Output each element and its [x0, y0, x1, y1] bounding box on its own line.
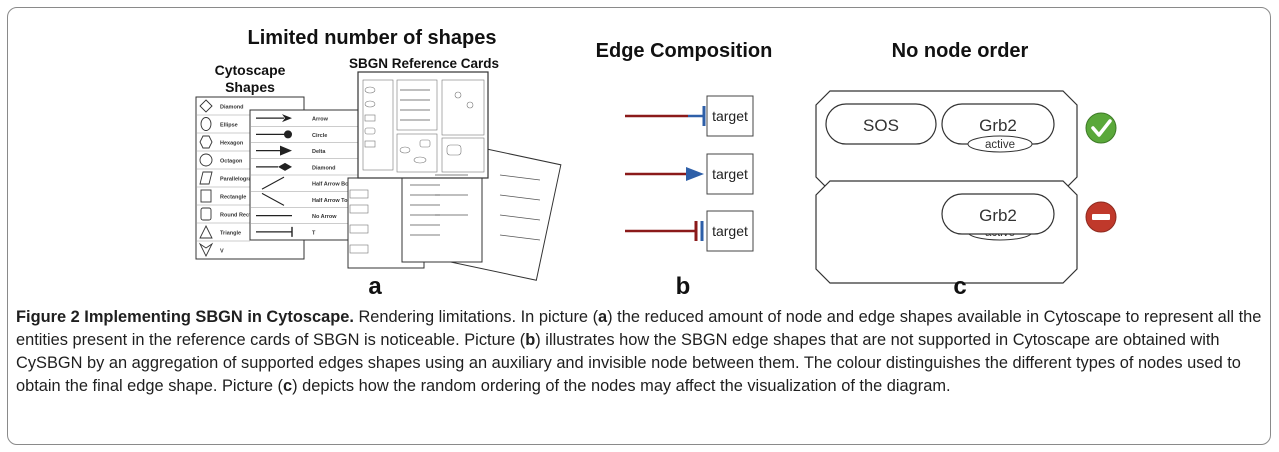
node-shape-glyph	[200, 117, 212, 131]
arrow-shape-row: Half Arrow Bottom	[250, 174, 360, 190]
node-shape-glyph	[199, 99, 213, 113]
node-shape-label: Hexagon	[220, 141, 244, 147]
figure-frame	[7, 7, 1271, 445]
node-shape-row: Rectangle	[196, 186, 250, 203]
target-node-3	[706, 210, 754, 252]
caption-ref-b: b	[525, 331, 536, 349]
arrow-shape-glyph	[256, 130, 292, 139]
node-shape-row: Hexagon	[196, 132, 250, 149]
node-shape-glyph	[199, 153, 213, 167]
caption-text-2: ) the reduced amount of node and edge sh…	[16, 308, 1262, 349]
check-icon	[1085, 112, 1117, 144]
arrow-shape-label: Diamond	[312, 165, 336, 171]
target-label-1: target	[712, 108, 748, 124]
caption-ref-c: c	[282, 377, 293, 395]
state-variable-label: active	[985, 139, 1015, 151]
caption-text-1: Rendering limitations. In picture (	[353, 308, 599, 326]
arrow-shape-label: Half Arrow Bottom	[312, 182, 360, 188]
node-shape-row: Parallelogram	[196, 168, 256, 185]
node-shape-label: Diamond	[220, 105, 244, 111]
panel-b: Edge Composition target target target b	[596, 40, 773, 300]
panel-a-letter: a	[368, 273, 382, 300]
node-sos	[825, 103, 937, 145]
panel-a-title: Limited number of shapes	[248, 27, 497, 49]
complex-ordered: SOS Grb2 active	[815, 90, 1078, 192]
node-shape-glyph	[199, 135, 213, 149]
sbgn-cards-label: SBGN Reference Cards	[349, 56, 499, 71]
node-shape-row: V	[196, 240, 250, 258]
arrow-shape-glyph	[256, 145, 292, 156]
node-shape-label: Octagon	[220, 159, 243, 165]
node-sos-label: SOS	[863, 116, 899, 135]
node-shape-row: Triangle	[196, 222, 250, 239]
complex-unordered: active Grb2	[815, 180, 1078, 284]
node-shape-label: Parallelogram	[220, 177, 256, 183]
edge-necessary-stimulation: target	[625, 210, 754, 252]
arrow-shape-row: T	[250, 223, 360, 237]
arrow-shape-label: Arrow	[312, 117, 329, 123]
stop-icon	[1085, 201, 1117, 233]
cytoscape-label-2: Shapes	[225, 79, 275, 95]
arrow-shape-label: No Arrow	[312, 214, 337, 220]
panel-c: No node order SOS Grb2 active active Grb…	[815, 40, 1117, 300]
node-grb2-overlap	[941, 193, 1055, 235]
figure-panels: Limited number of shapes Cytoscape Shape…	[195, 27, 1117, 300]
arrow-shape-row: Diamond	[250, 158, 360, 171]
sbgn-reference-cards	[347, 71, 562, 281]
node-shape-row: Octagon	[196, 150, 250, 167]
arrow-shape-label: Circle	[312, 133, 327, 139]
node-shape-label: Rectangle	[220, 195, 246, 201]
target-label-2: target	[712, 166, 748, 182]
caption-text-3: ) illustrates how the SBGN edge shapes t…	[16, 331, 1241, 395]
node-shape-glyph	[198, 242, 214, 258]
cytoscape-label-1: Cytoscape	[215, 62, 286, 78]
caption-text-4: ) depicts how the random ordering of the…	[292, 377, 951, 395]
panel-b-letter: b	[676, 273, 691, 300]
panel-c-letter: c	[953, 273, 966, 300]
node-shape-label: V	[220, 249, 224, 255]
state-variable-active	[967, 135, 1033, 153]
node-grb2-overlap-label: Grb2	[979, 206, 1017, 225]
node-shape-label: Ellipse	[220, 123, 238, 129]
arrow-shape-row: Arrow	[256, 114, 329, 123]
figure-caption: Figure 2 Implementing SBGN in Cytoscape.…	[16, 306, 1264, 398]
node-shape-glyph	[199, 224, 213, 239]
arrow-shape-label: Half Arrow Top	[312, 198, 351, 204]
caption-ref-a: a	[598, 308, 608, 326]
edge-stimulation: target	[625, 153, 754, 195]
arrow-shape-glyph	[256, 114, 292, 123]
arrow-shape-row: Half Arrow Top	[250, 190, 360, 206]
arrow-shape-row: Delta	[250, 142, 360, 156]
caption-lead: Figure 2 Implementing SBGN in Cytoscape.	[16, 308, 354, 326]
arrow-shape-glyph	[261, 192, 285, 206]
node-grb2-label: Grb2	[979, 116, 1017, 135]
node-shape-glyph	[199, 171, 213, 185]
node-shape-glyph	[200, 207, 212, 221]
arrow-shape-glyph	[256, 226, 293, 237]
target-node-2	[706, 153, 754, 195]
edge-inhibition: target	[625, 95, 754, 137]
arrow-shape-label: T	[312, 230, 316, 236]
target-label-3: target	[712, 223, 748, 239]
arrow-shape-row: No Arrow	[250, 207, 360, 220]
node-shape-row: Round Rectangle	[196, 204, 265, 221]
arrow-shape-label: Delta	[312, 149, 326, 155]
node-shape-glyph	[200, 189, 212, 203]
panel-a: Limited number of shapes Cytoscape Shape…	[195, 27, 562, 300]
arrow-shape-glyph	[256, 162, 292, 171]
target-node-1	[706, 95, 754, 137]
panel-b-title: Edge Composition	[596, 40, 773, 62]
arrow-shape-glyph	[261, 176, 285, 190]
node-shape-label: Round Rectangle	[220, 213, 265, 219]
node-shape-label: Triangle	[220, 231, 241, 237]
arrow-shape-row: Circle	[250, 125, 360, 139]
node-shape-row: Ellipse	[196, 114, 250, 131]
node-shape-row: Diamond	[199, 99, 244, 113]
panel-c-title: No node order	[892, 40, 1029, 62]
